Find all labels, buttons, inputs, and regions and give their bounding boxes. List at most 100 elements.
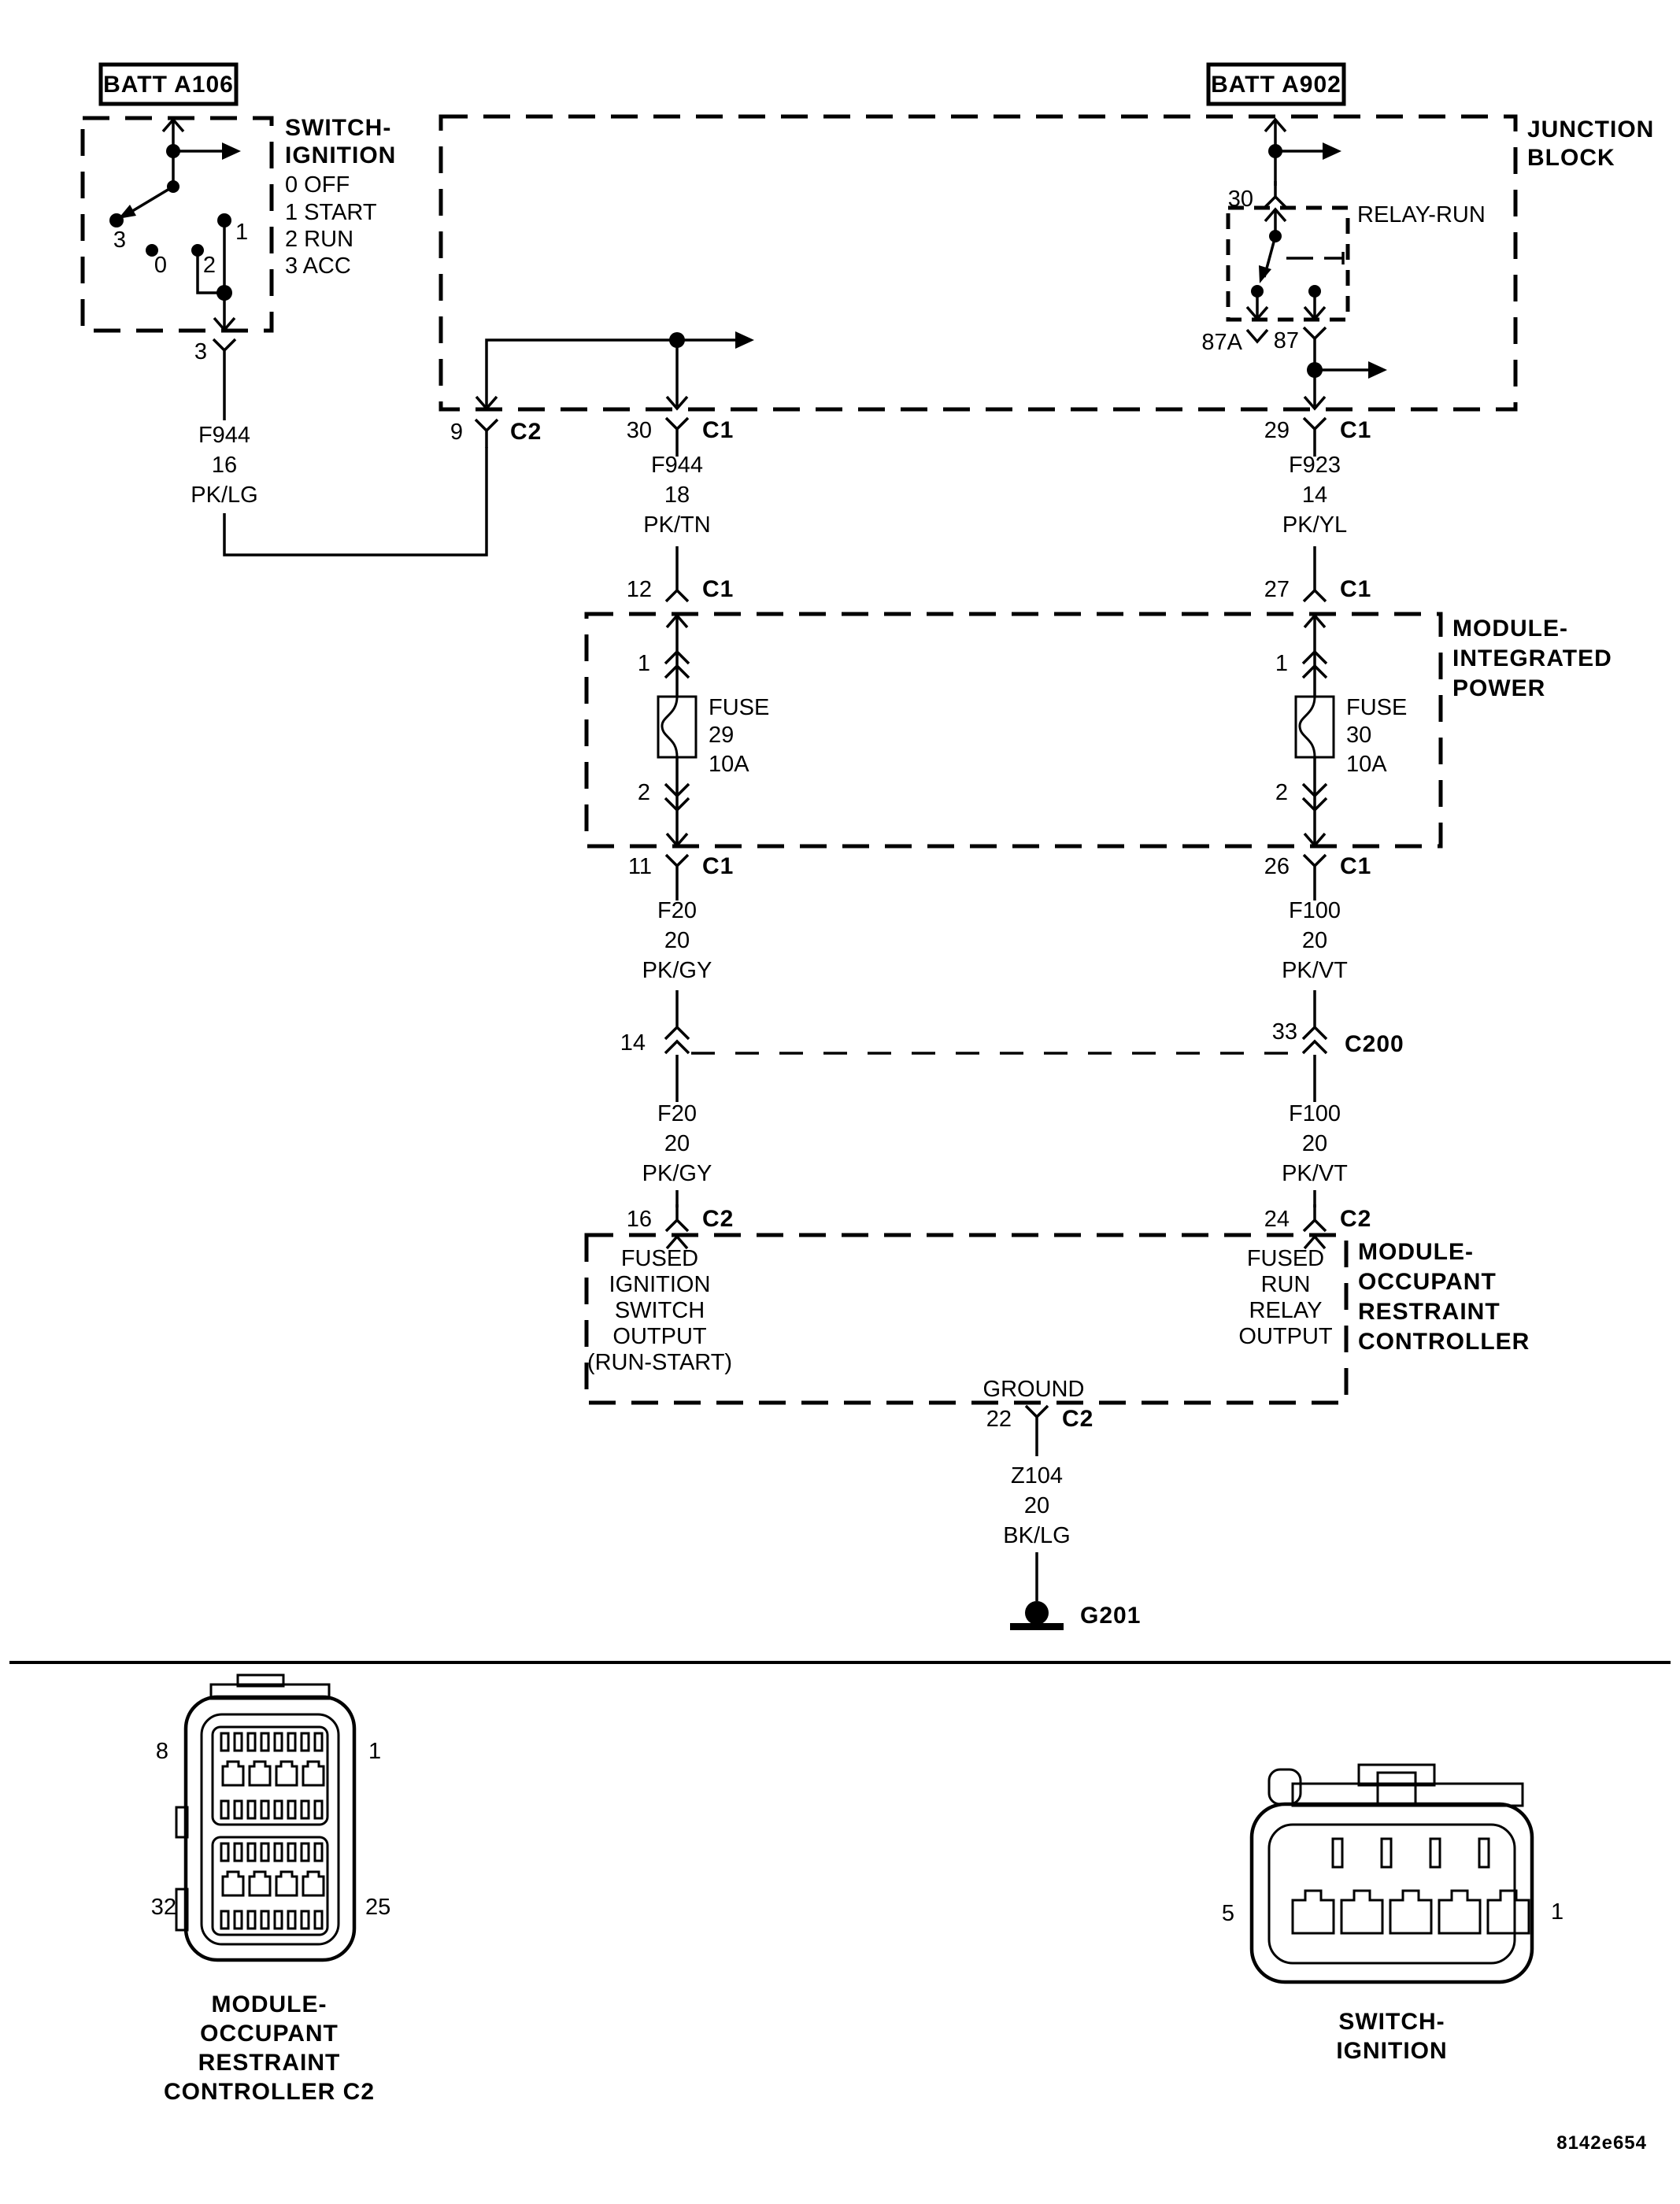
fuse-29-number: 29 <box>709 723 734 748</box>
switch-legend-start: 1 START <box>285 200 377 225</box>
orc-c2-caption-2: OCCUPANT <box>200 2021 339 2047</box>
orc-c2-caption-3: RESTRAINT <box>198 2050 341 2076</box>
terminal-slot <box>1331 1837 1344 1869</box>
in-conn-c1: C1 <box>702 576 734 602</box>
module-integrated-power-component: 12 C1 27 C1 MODULE- INTEGRATED POWER 1 F… <box>584 573 1612 849</box>
terminal-slot <box>1429 1837 1441 1869</box>
terminal-cavity <box>1389 1889 1433 1935</box>
connector-outer-shell <box>1249 1802 1534 1984</box>
wire-circuit: Z104 <box>1011 1463 1063 1488</box>
wire-color: PK/LG <box>191 483 257 508</box>
out-conn-c1: C1 <box>1340 853 1371 879</box>
ground-id: G201 <box>1080 1603 1141 1629</box>
wire-gauge: 16 <box>212 453 237 478</box>
exit-pin-29: 29 <box>1264 418 1290 443</box>
wire-circuit: F923 <box>1289 453 1341 478</box>
connector-y-icon <box>474 418 499 449</box>
relay-arm-arrowhead-icon <box>1259 265 1271 283</box>
junction-block-bus <box>485 338 740 406</box>
wire-f944-16-pklg: F944 16 PK/LG <box>191 368 488 557</box>
fuse-pin-2: 2 <box>1275 780 1288 805</box>
fuse-pin-2: 2 <box>638 780 650 805</box>
connector-chevron-icon <box>1245 328 1269 343</box>
c200-pin-33: 33 <box>1272 1019 1297 1045</box>
connector-top-latch <box>1357 1763 1436 1787</box>
orc-ground-label: GROUND <box>983 1377 1085 1402</box>
position-3-dot <box>109 213 124 227</box>
fuse-30-rating: 10A <box>1346 752 1387 777</box>
mip-title-1: MODULE- <box>1452 616 1568 642</box>
connector-latch-detail <box>1376 1771 1417 1806</box>
orc-left-fn-1: FUSED <box>621 1246 698 1271</box>
pin-1-label: 1 <box>1551 1899 1563 1925</box>
inline-connector-icon <box>664 1026 690 1055</box>
wire-circuit: F100 <box>1289 898 1341 923</box>
exit-pin-30: 30 <box>627 418 652 443</box>
gnd-pin-22: 22 <box>986 1407 1012 1432</box>
wire-gauge: 20 <box>1302 928 1327 953</box>
c200-pin-14: 14 <box>620 1030 646 1056</box>
in-pin-27: 27 <box>1264 577 1290 602</box>
terminal-slot <box>1380 1837 1393 1869</box>
relay-common-dot <box>1269 230 1282 242</box>
connector-male-icon <box>1302 1203 1327 1233</box>
terminal-slot-row <box>220 1910 324 1930</box>
orc-title-4: CONTROLLER <box>1358 1329 1530 1355</box>
mip-output-connectors: 11 C1 26 C1 <box>628 853 1371 885</box>
terminal-key-row <box>221 1870 325 1897</box>
connector-top-tab <box>209 1683 331 1700</box>
wire-gauge: 20 <box>1302 1131 1327 1156</box>
diagram-code: 8142e654 <box>1556 2132 1647 2154</box>
orc-left-fn-4: OUTPUT <box>612 1324 707 1349</box>
mip-title-3: POWER <box>1452 675 1545 701</box>
wire-gauge: 14 <box>1302 483 1327 508</box>
exit-pin-9: 9 <box>450 420 463 445</box>
wire-gauge: 20 <box>664 1131 690 1156</box>
wire-circuit: F20 <box>657 898 697 923</box>
fuse-pin-1: 1 <box>1275 651 1288 676</box>
bus-junction-dot <box>669 332 685 348</box>
wire-f100-upper: F100 20 PK/VT <box>1282 883 1348 1026</box>
orc-c2-caption-4: CONTROLLER C2 <box>164 2079 375 2105</box>
fuse-30-body <box>1294 695 1335 759</box>
connector-y-icon <box>1024 1404 1049 1436</box>
fuse-29-body <box>657 695 698 759</box>
wire-color: PK/VT <box>1282 1161 1348 1186</box>
orc-c2-caption-1: MODULE- <box>212 1991 327 2017</box>
ignition-switch-box <box>80 116 274 333</box>
fuse-30-name: FUSE <box>1346 695 1407 720</box>
fuse-30-number: 30 <box>1346 723 1371 748</box>
wire-color: BK/LG <box>1003 1523 1070 1548</box>
relay-run-component: RELAY-RUN <box>1226 202 1486 322</box>
terminal-slot-row <box>220 1842 324 1862</box>
pin-1-label: 1 <box>368 1739 381 1764</box>
wiper-arrowhead-icon <box>118 205 136 219</box>
connector-side-notch <box>175 1888 189 1932</box>
exit-conn-c1: C1 <box>702 417 734 443</box>
ground-bar-icon <box>1010 1623 1064 1630</box>
terminal-key-row <box>221 1760 325 1787</box>
wire-f100-lower: F100 20 PK/VT <box>1282 1055 1348 1207</box>
junction-block-component: JUNCTION BLOCK 30 RELAY-RUN <box>439 114 1654 412</box>
inline-connector-icon <box>1301 1026 1328 1055</box>
orc-title-3: RESTRAINT <box>1358 1299 1501 1325</box>
ignition-switch-title-2: IGNITION <box>285 142 396 168</box>
junction-block-title-1: JUNCTION <box>1527 116 1654 142</box>
connector-inner-shell <box>1267 1823 1516 1965</box>
pin-8-label: 8 <box>156 1739 168 1764</box>
terminal-slot-row <box>220 1799 324 1820</box>
ignition-switch-title-1: SWITCH- <box>285 115 391 141</box>
terminal-bank-top <box>211 1725 329 1826</box>
connector-y-icon <box>664 416 690 448</box>
switch-exit-pin: 3 <box>194 339 207 364</box>
orc-left-fn-2: IGNITION <box>609 1272 711 1297</box>
wire-gauge: 18 <box>664 483 690 508</box>
connector-male-icon <box>1302 573 1327 603</box>
arrow-right-icon <box>1323 142 1341 160</box>
switch-legend-acc: 3 ACC <box>285 253 351 279</box>
arrow-right-icon <box>222 142 241 160</box>
switch-legend-run: 2 RUN <box>285 227 353 252</box>
wire-f923-14-pkyl: F923 14 PK/YL <box>1282 446 1347 575</box>
terminal-cavity <box>1486 1889 1530 1935</box>
